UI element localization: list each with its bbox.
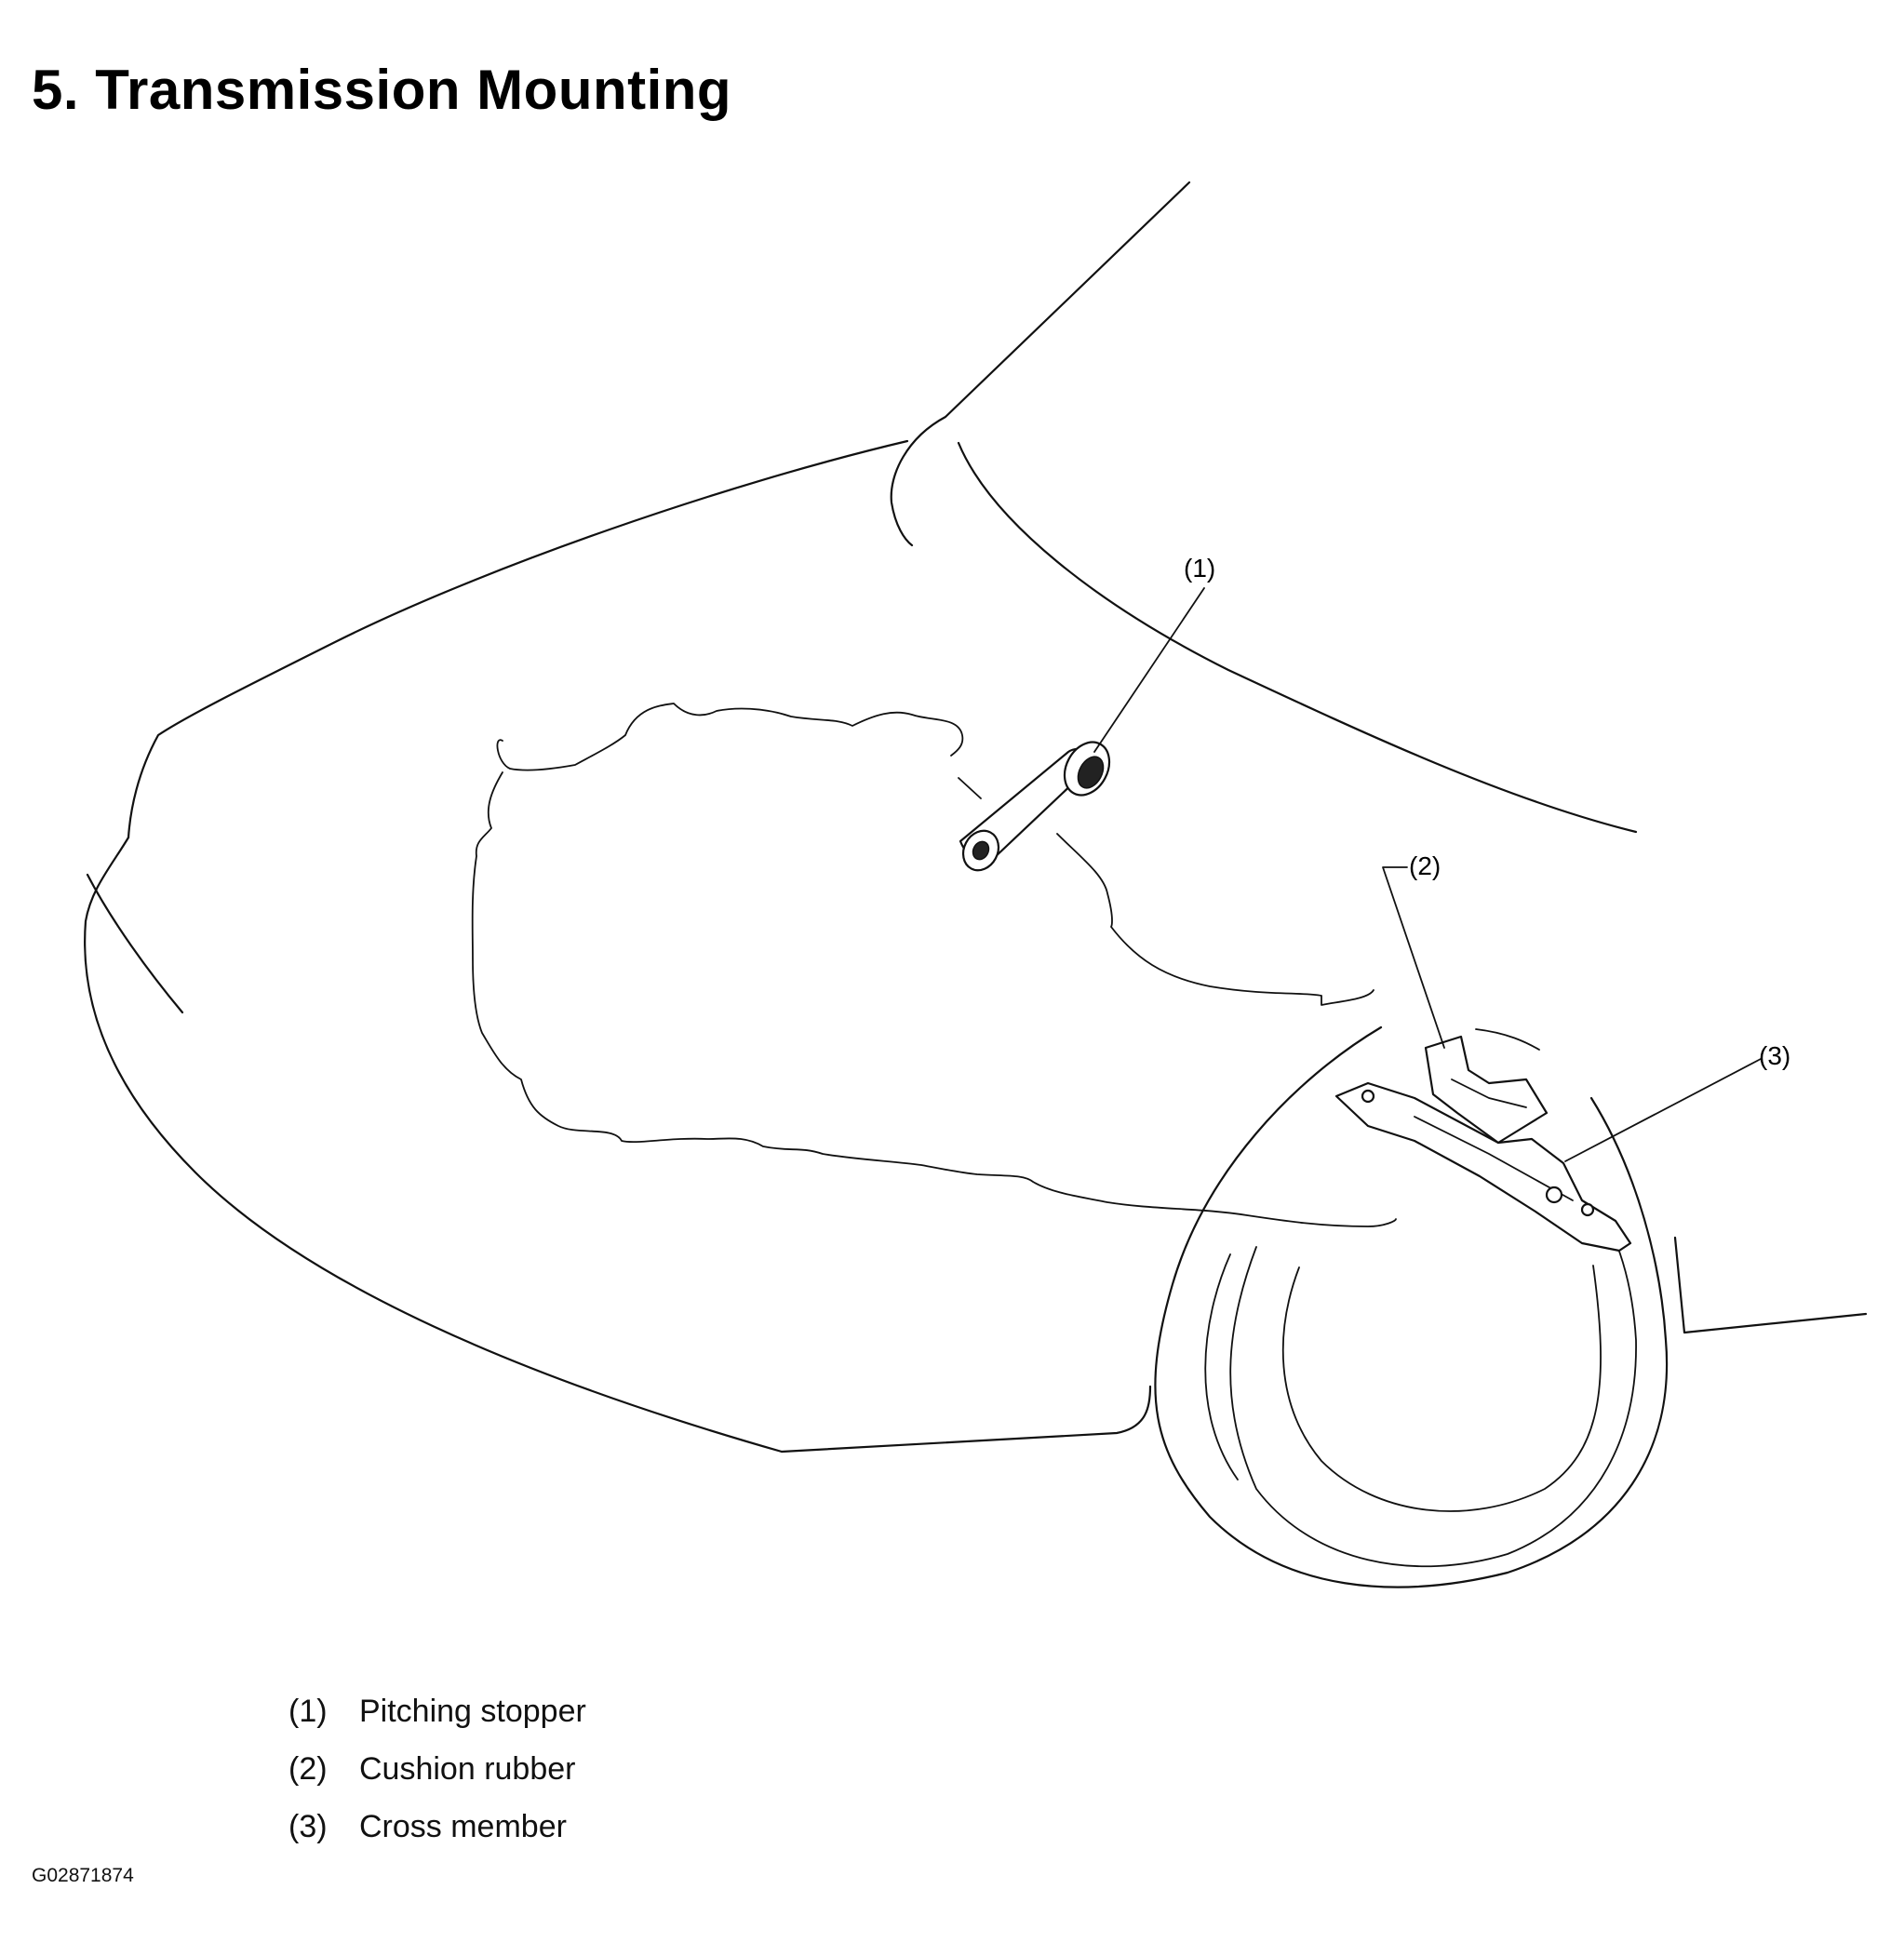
parts-legend: (1) Pitching stopper (2) Cushion rubber … — [288, 1682, 586, 1856]
legend-text: Cushion rubber — [359, 1750, 576, 1787]
vehicle-body-outline — [84, 181, 1868, 1454]
callout-label-2: (2) — [1409, 851, 1441, 880]
callout-label-1: (1) — [1184, 554, 1215, 583]
legend-item: (3) Cross member — [288, 1798, 586, 1856]
page-title: 5. Transmission Mounting — [32, 59, 732, 121]
legend-text: Pitching stopper — [359, 1693, 586, 1729]
transmission-outline — [471, 703, 1397, 1227]
legend-number: (3) — [288, 1808, 328, 1844]
pitching-stopper — [959, 741, 1111, 872]
figure-code: G02871874 — [32, 1865, 134, 1886]
callout-leaders — [1093, 587, 1762, 1162]
legend-number: (2) — [288, 1750, 328, 1787]
legend-text: Cross member — [359, 1808, 567, 1844]
legend-item: (1) Pitching stopper — [288, 1682, 586, 1740]
cross-member-assembly — [1334, 1035, 1632, 1253]
callout-label-3: (3) — [1759, 1041, 1790, 1070]
legend-item: (2) Cushion rubber — [288, 1740, 586, 1798]
wheel-outline — [1154, 1025, 1669, 1588]
legend-number: (1) — [288, 1693, 328, 1729]
